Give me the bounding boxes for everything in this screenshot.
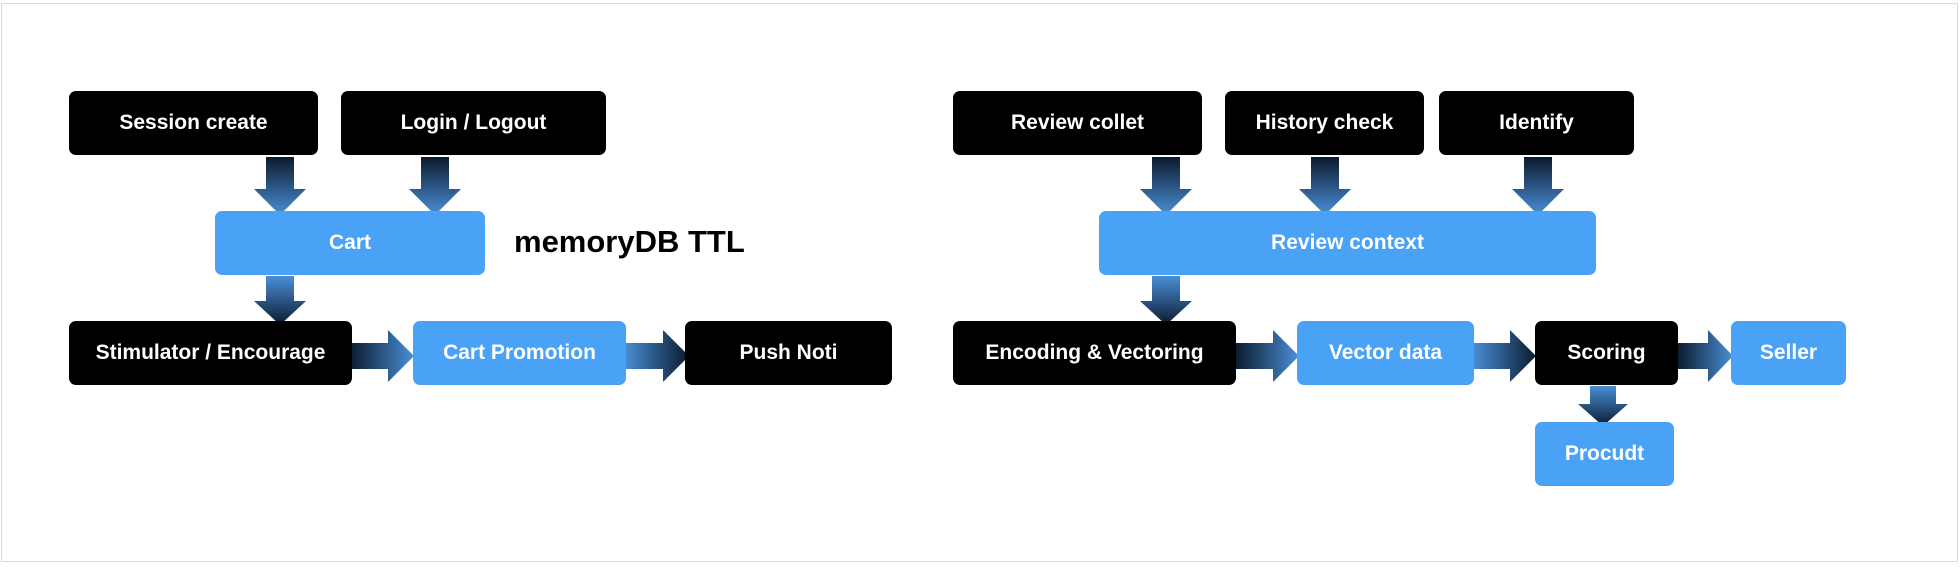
node-cart: Cart	[215, 211, 485, 275]
node-seller: Seller	[1731, 321, 1846, 385]
arrow-encoding-to-vector	[1235, 330, 1299, 382]
node-procudt: Procudt	[1535, 422, 1674, 486]
arrow-identify-to-context	[1512, 157, 1564, 215]
arrow-stimulator-to-promotion	[350, 330, 414, 382]
node-encoding-vectoring: Encoding & Vectoring	[953, 321, 1236, 385]
arrow-scoring-to-procudt	[1578, 386, 1628, 426]
arrow-history-to-context	[1299, 157, 1351, 215]
arrow-cart-to-stimulator	[254, 276, 306, 325]
arrow-session-to-cart	[254, 157, 306, 215]
node-review-context: Review context	[1099, 211, 1596, 275]
node-session-create: Session create	[69, 91, 318, 155]
arrow-scoring-to-seller	[1677, 330, 1733, 382]
arrows-layer	[254, 157, 1733, 426]
arrow-review-collet-to-context	[1140, 157, 1192, 215]
node-identify: Identify	[1439, 91, 1634, 155]
arrow-login-to-cart	[409, 157, 461, 215]
arrow-context-to-encoding	[1140, 276, 1192, 325]
node-stimulator-encourage: Stimulator / Encourage	[69, 321, 352, 385]
node-cart-promotion: Cart Promotion	[413, 321, 626, 385]
arrow-vector-to-scoring	[1473, 330, 1536, 382]
diagram-canvas: Session create Login / Logout Cart memor…	[1, 3, 1958, 562]
node-history-check: History check	[1225, 91, 1424, 155]
arrow-promotion-to-push	[624, 330, 689, 382]
memorydb-ttl-label: memoryDB TTL	[514, 224, 745, 259]
node-login-logout: Login / Logout	[341, 91, 606, 155]
node-push-noti: Push Noti	[685, 321, 892, 385]
node-review-collet: Review collet	[953, 91, 1202, 155]
node-vector-data: Vector data	[1297, 321, 1474, 385]
node-scoring: Scoring	[1535, 321, 1678, 385]
